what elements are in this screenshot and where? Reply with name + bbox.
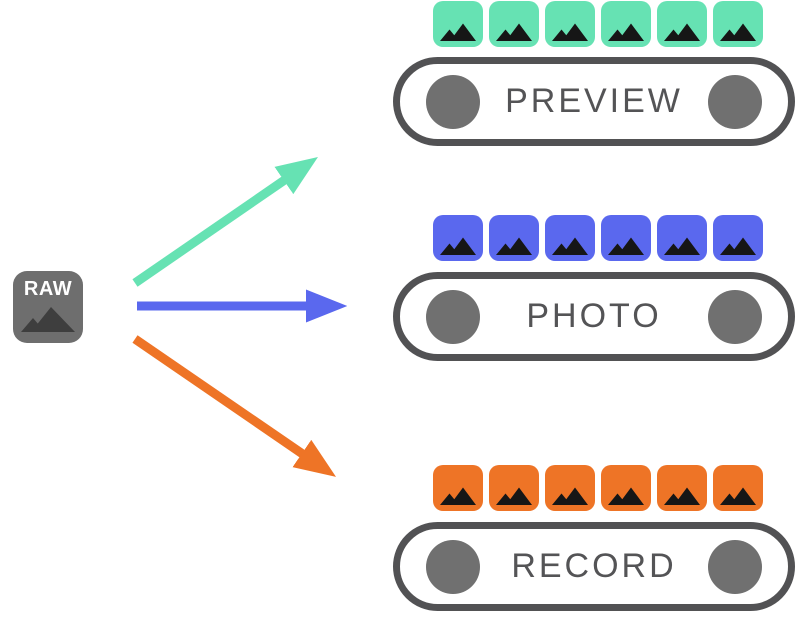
pill-photo-circle-left bbox=[426, 289, 480, 344]
pill-photo-label: PHOTO bbox=[526, 297, 662, 335]
raw-source-label: RAW bbox=[23, 278, 73, 300]
pill-preview-circle-right bbox=[708, 74, 762, 129]
mountain-glyph bbox=[664, 487, 700, 505]
frame-icon-photo bbox=[601, 215, 651, 261]
pill-preview: PREVIEW bbox=[393, 57, 795, 146]
pill-preview-label: PREVIEW bbox=[505, 82, 683, 120]
raw-image-icon bbox=[21, 307, 75, 332]
mountain-glyph bbox=[552, 487, 588, 505]
mountain-glyph bbox=[552, 237, 588, 255]
mountain-glyph bbox=[720, 23, 756, 41]
pill-record-label: RECORD bbox=[511, 547, 677, 585]
mountain-glyph bbox=[664, 23, 700, 41]
frame-icon-record bbox=[601, 465, 651, 511]
mountain-glyph bbox=[552, 23, 588, 41]
mountain-glyph bbox=[608, 23, 644, 41]
mountain-glyph bbox=[496, 487, 532, 505]
frame-icon-photo bbox=[433, 215, 483, 261]
mountain-glyph bbox=[608, 237, 644, 255]
frame-icon-record bbox=[713, 465, 763, 511]
frame-row-record bbox=[433, 465, 763, 511]
frame-icon-preview bbox=[657, 1, 707, 47]
mountain-glyph bbox=[440, 23, 476, 41]
frame-icon-photo bbox=[545, 215, 595, 261]
frame-icon-preview bbox=[489, 1, 539, 47]
frame-icon-preview bbox=[713, 1, 763, 47]
frame-icon-preview bbox=[601, 1, 651, 47]
mountain-glyph bbox=[440, 487, 476, 505]
pill-record-circle-left bbox=[426, 539, 480, 594]
frame-row-preview bbox=[433, 1, 763, 47]
mountain-glyph bbox=[720, 487, 756, 505]
arrow-preview bbox=[132, 157, 318, 287]
mountain-glyph bbox=[664, 237, 700, 255]
frame-icon-record bbox=[489, 465, 539, 511]
arrow-record bbox=[132, 335, 337, 477]
pill-record-circle-right bbox=[708, 539, 762, 594]
mountain-glyph bbox=[496, 23, 532, 41]
pill-photo-circle-right bbox=[708, 289, 762, 344]
mountain-glyph bbox=[608, 487, 644, 505]
frame-icon-record bbox=[545, 465, 595, 511]
frame-icon-photo bbox=[489, 215, 539, 261]
pill-photo: PHOTO bbox=[393, 272, 795, 361]
frame-icon-preview bbox=[545, 1, 595, 47]
mountain-glyph bbox=[720, 237, 756, 255]
frame-icon-record bbox=[433, 465, 483, 511]
frame-icon-preview bbox=[433, 1, 483, 47]
mountain-glyph bbox=[440, 237, 476, 255]
mountain-glyph bbox=[496, 237, 532, 255]
frame-icon-photo bbox=[713, 215, 763, 261]
pill-record: RECORD bbox=[393, 522, 795, 611]
frame-icon-record bbox=[657, 465, 707, 511]
frame-row-photo bbox=[433, 215, 763, 261]
frame-icon-photo bbox=[657, 215, 707, 261]
raw-source-box: RAW bbox=[13, 271, 83, 343]
pill-preview-circle-left bbox=[426, 74, 480, 129]
